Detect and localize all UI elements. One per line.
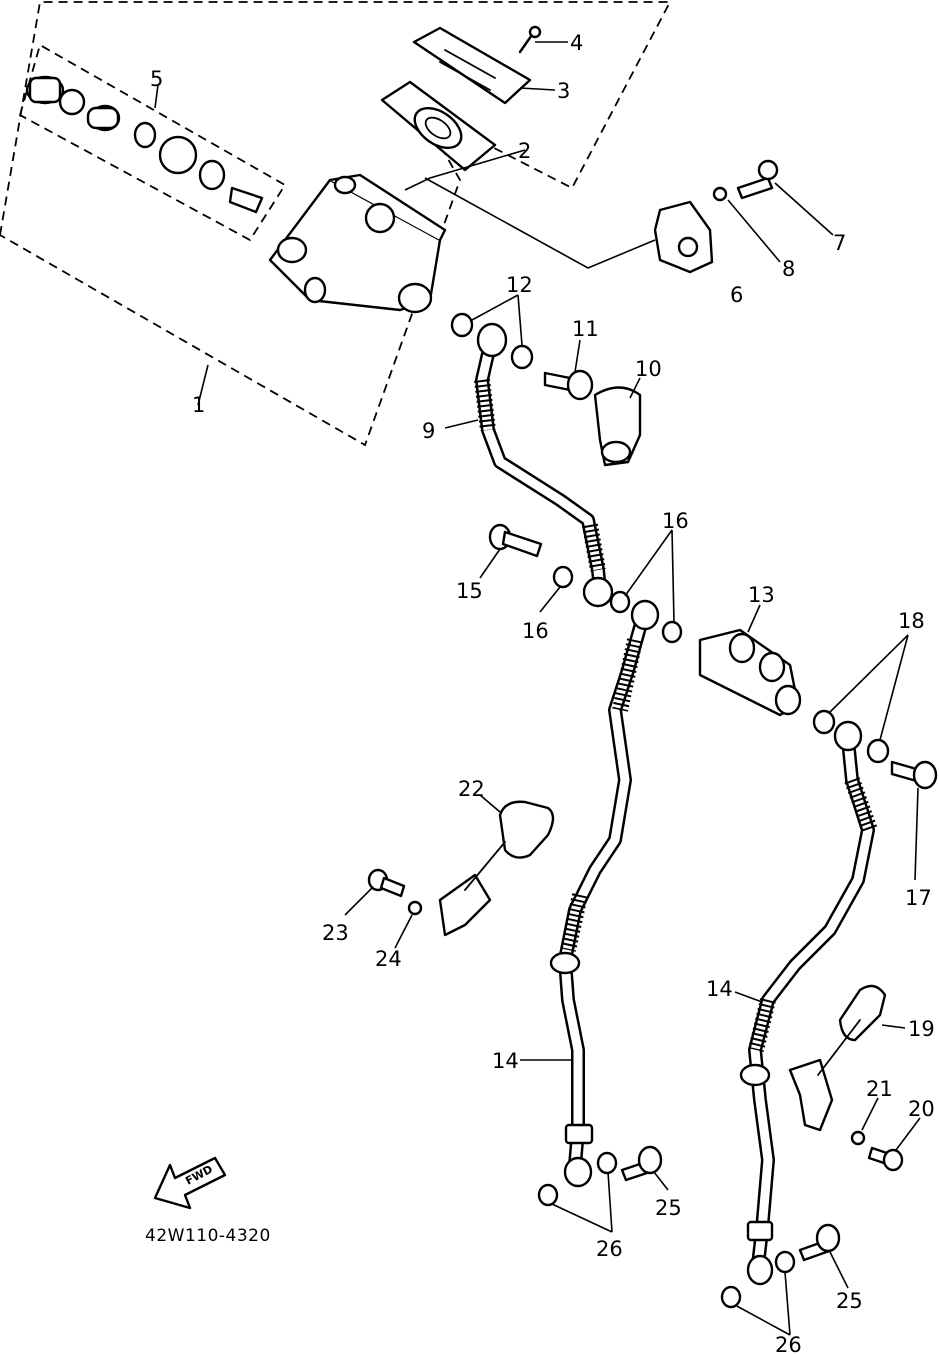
clamp-bolt-20 — [867, 1146, 904, 1172]
callout-8: 8 — [782, 257, 795, 281]
bolt-cover — [593, 386, 642, 467]
callout-12: 12 — [506, 273, 533, 297]
piston-kit-boundary-5 — [18, 43, 287, 242]
callout-3: 3 — [557, 79, 570, 103]
washer-26b — [596, 1151, 618, 1175]
callout-14-left: 14 — [492, 1049, 519, 1073]
holder-washer — [712, 186, 728, 202]
leader-lines — [154, 41, 921, 1336]
washer-18b — [866, 738, 890, 764]
hose-clamp-19 — [788, 984, 887, 1132]
callout-22: 22 — [458, 777, 485, 801]
callout-23: 23 — [322, 921, 349, 945]
washer-18a — [812, 709, 836, 735]
callout-21: 21 — [866, 1077, 893, 1101]
callout-4: 4 — [570, 31, 583, 55]
callout-9: 9 — [422, 419, 435, 443]
callout-20: 20 — [908, 1097, 935, 1121]
clamp-nut-21 — [850, 1130, 866, 1146]
callout-19: 19 — [908, 1017, 935, 1041]
callout-6: 6 — [730, 283, 743, 307]
reservoir-cap — [412, 26, 532, 105]
callout-10: 10 — [635, 357, 662, 381]
upper-brake-hose — [474, 322, 614, 608]
callout-5: 5 — [150, 67, 163, 91]
callout-13: 13 — [748, 583, 775, 607]
callout-16-left: 16 — [522, 619, 549, 643]
washer-16b — [609, 590, 631, 614]
callout-7: 7 — [833, 231, 846, 255]
callout-18: 18 — [898, 609, 925, 633]
callout-26-left: 26 — [596, 1237, 623, 1261]
holder-bracket — [653, 200, 714, 274]
left-brake-hose — [549, 599, 660, 1188]
callout-1: 1 — [192, 393, 205, 417]
callout-numbers: 1 2 3 4 5 6 7 8 9 10 11 12 13 14 14 15 1… — [150, 31, 935, 1354]
cap-screw — [518, 25, 542, 54]
brake-hose-joint — [698, 628, 802, 717]
hose-clamp-22 — [438, 800, 555, 937]
washer-12a — [450, 312, 474, 338]
washer-16c — [661, 620, 683, 644]
union-bolt-25-left — [620, 1145, 663, 1182]
callout-24: 24 — [375, 947, 402, 971]
washer-26c — [720, 1285, 742, 1309]
callout-15: 15 — [456, 579, 483, 603]
union-bolt-17 — [890, 760, 938, 790]
right-brake-hose — [739, 720, 878, 1286]
washer-26d — [774, 1250, 796, 1274]
callout-25-right: 25 — [836, 1289, 863, 1313]
union-bolt-upper — [543, 369, 594, 401]
clamp-nut-24 — [407, 900, 423, 916]
diaphragm — [380, 80, 497, 172]
callout-2: 2 — [518, 139, 531, 163]
callout-11: 11 — [572, 317, 599, 341]
washer-26a — [537, 1183, 559, 1207]
callout-17: 17 — [905, 886, 932, 910]
union-bolt-25-right — [798, 1223, 841, 1262]
callout-16-top: 16 — [662, 509, 689, 533]
callout-14-right: 14 — [706, 977, 733, 1001]
master-cylinder-body — [268, 173, 447, 314]
assembly-boundary-1 — [0, 1, 672, 447]
callout-25-left: 25 — [655, 1196, 682, 1220]
washer-16a — [552, 565, 574, 589]
washer-12b — [510, 344, 534, 370]
clamp-bolt-23 — [367, 868, 406, 898]
holder-screw — [736, 159, 779, 200]
forward-arrow-icon: FWD — [153, 1156, 227, 1210]
diagram-code: 42W110-4320 — [145, 1226, 271, 1246]
piston-kit — [25, 75, 264, 214]
callout-26-right: 26 — [775, 1333, 802, 1354]
